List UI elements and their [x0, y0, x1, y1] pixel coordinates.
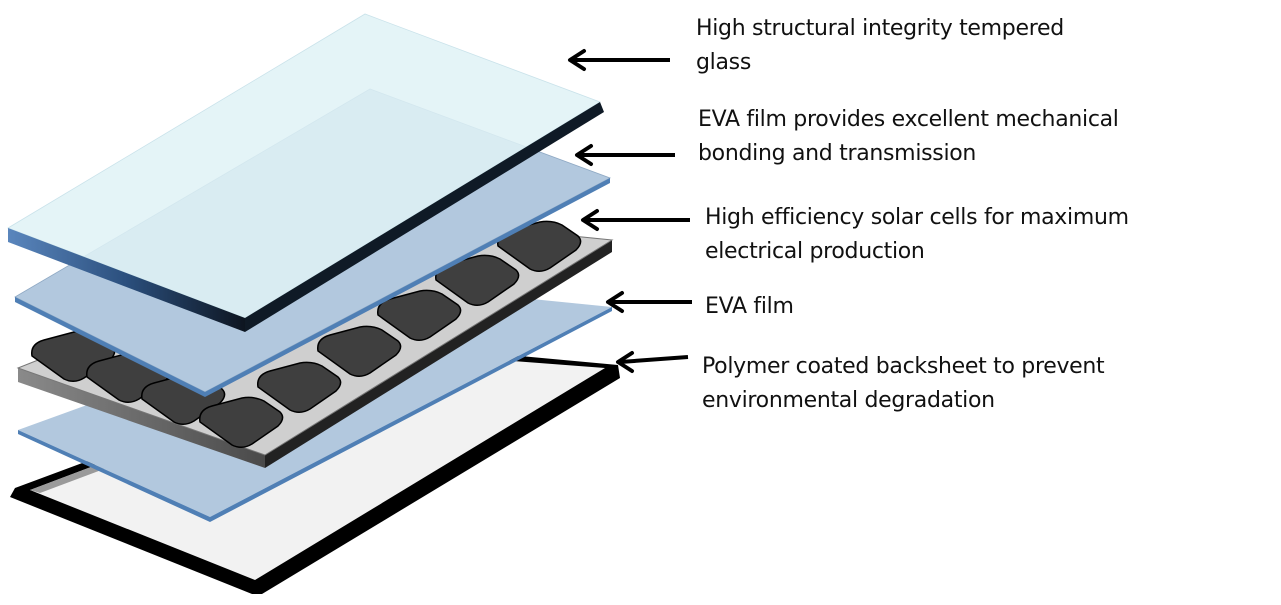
- arrow-head-icon: [575, 144, 593, 166]
- backsheet-face: [30, 352, 605, 580]
- label-glass: High structural integrity tempered glass: [696, 12, 1064, 80]
- label-backsheet: Polymer coated backsheet to prevent envi…: [702, 350, 1105, 418]
- solar-cell: [199, 396, 284, 448]
- solar-cell: [257, 361, 342, 413]
- arrow-head-icon: [581, 209, 599, 231]
- tray-side-right: [265, 240, 612, 468]
- glass-layer: [7, 13, 604, 332]
- arrow-line: [619, 355, 689, 364]
- label-solar-cells: High efficiency solar cells for maximum …: [705, 201, 1129, 269]
- arrow-backsheet: [616, 351, 689, 373]
- glass-edge-right: [245, 102, 604, 332]
- label-line: High efficiency solar cells for maximum: [705, 205, 1129, 230]
- label-line: EVA film provides excellent mechanical: [698, 107, 1119, 132]
- solar-cell: [317, 325, 402, 377]
- label-eva-top: EVA film provides excellent mechanical b…: [698, 103, 1119, 171]
- label-line: bonding and transmission: [698, 141, 977, 166]
- label-line: High structural integrity tempered: [696, 16, 1064, 41]
- label-line: EVA film: [705, 294, 794, 319]
- cells-group: [31, 220, 582, 448]
- label-line: electrical production: [705, 239, 925, 264]
- arrow-eva-top: [575, 144, 675, 166]
- arrows-group: [568, 49, 692, 373]
- tray-side-left: [18, 368, 265, 468]
- label-line: glass: [696, 50, 751, 75]
- arrow-head-icon: [616, 351, 634, 373]
- label-line: Polymer coated backsheet to prevent: [702, 354, 1105, 379]
- arrow-head-icon: [568, 49, 586, 71]
- arrow-solar-cells: [581, 209, 690, 231]
- label-line: environmental degradation: [702, 388, 995, 413]
- glass-edge-left: [8, 228, 245, 332]
- arrow-eva-bottom: [606, 291, 692, 313]
- arrow-head-icon: [606, 291, 624, 313]
- arrow-glass: [568, 49, 670, 71]
- label-eva-bottom: EVA film: [705, 290, 794, 324]
